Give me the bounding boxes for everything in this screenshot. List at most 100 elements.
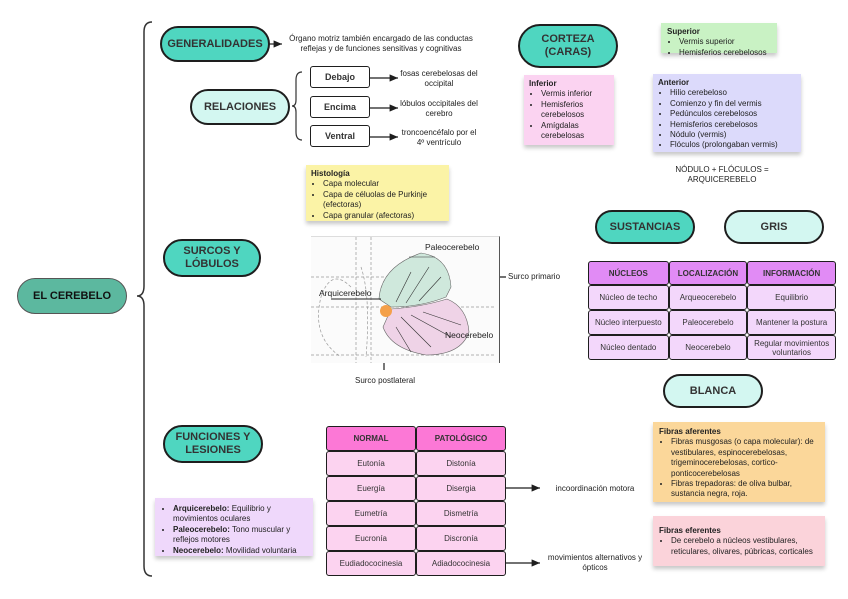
table-cell: Euergía <box>326 476 416 501</box>
table-cell: Regular movimientos voluntarios <box>747 335 836 360</box>
gris-label: GRIS <box>760 220 788 233</box>
list-item: Nódulo (vermis) <box>670 130 796 140</box>
table-cell: Eumetría <box>326 501 416 526</box>
list-item: Capa granular (afectoras) <box>323 211 444 221</box>
gris-table-header: NÚCLEOS LOCALIZACIÓN INFORMACIÓN <box>588 261 836 285</box>
sustancias-node[interactable]: SUSTANCIAS <box>595 210 695 244</box>
funciones-node[interactable]: FUNCIONES Y LESIONES <box>163 425 263 463</box>
funciones-header-patologico: PATOLÓGICO <box>416 426 506 451</box>
table-cell: Disergia <box>416 476 506 501</box>
list-item: Fibras musgosas (o capa molecular): de v… <box>671 437 819 479</box>
table-cell: Dismetría <box>416 501 506 526</box>
fibras-aferentes-title: Fibras aferentes <box>659 427 721 436</box>
corteza-anterior-list: Hilio cerebeloso Comienzo y fin del verm… <box>658 88 796 150</box>
corteza-anterior-note: Anterior Hilio cerebeloso Comienzo y fin… <box>653 74 801 152</box>
generalidades-description: Órgano motriz también encargado de las c… <box>289 34 473 53</box>
summary-term: Neocerebelo: <box>173 545 224 555</box>
relacion-debajo[interactable]: Debajo <box>310 66 370 88</box>
list-item: Capa de céluolas de Purkinje (efectoras) <box>323 190 444 211</box>
table-row: Núcleo dentado Neocerebelo Regular movim… <box>588 335 836 360</box>
list-item: Flóculos (prolongaban vermis) <box>670 140 796 150</box>
root-label: EL CEREBELO <box>32 289 112 302</box>
relacion-debajo-detail: fosas cerebelosas del occipital <box>400 69 478 88</box>
fibras-eferentes-note: Fibras eferentes De cerebelo a núcleos v… <box>653 516 825 566</box>
summary-text: Movilidad voluntaria <box>223 545 297 555</box>
table-cell: Paleocerebelo <box>668 310 748 335</box>
fibras-aferentes-list: Fibras musgosas (o capa molecular): de v… <box>659 437 819 499</box>
arquicerebelo-note: NÓDULO + FLÓCULOS = ARQUICEREBELO <box>675 165 769 184</box>
relaciones-node[interactable]: RELACIONES <box>190 89 290 125</box>
relacion-ventral-label: Ventral <box>324 131 355 141</box>
list-item: Amígdalas cerebelosas <box>541 121 609 142</box>
funciones-table: NORMAL PATOLÓGICO Eutonía Distonía Euerg… <box>326 426 506 576</box>
funciones-table-header: NORMAL PATOLÓGICO <box>326 426 506 451</box>
corteza-node[interactable]: CORTEZA (CARAS) <box>518 24 618 68</box>
summary-text: Equilibrio y movimientos oculares <box>173 504 271 524</box>
generalidades-node[interactable]: GENERALIDADES <box>160 26 270 62</box>
table-row: Eumetría Dismetría <box>326 501 506 526</box>
corteza-superior-list: Vermis superior Hemisferios cerebelosos <box>667 37 771 58</box>
surcos-node[interactable]: SURCOS Y LÓBULOS <box>163 239 261 277</box>
table-cell: Distonía <box>416 451 506 476</box>
gris-header-informacion: INFORMACIÓN <box>747 261 836 285</box>
corteza-label: CORTEZA (CARAS) <box>541 33 595 58</box>
list-item: Vermis inferior <box>541 89 609 99</box>
list-item: De cerebelo a núcleos vestibulares, reti… <box>671 536 819 557</box>
table-row: Euergía Disergia <box>326 476 506 501</box>
corteza-superior-title: Superior <box>667 27 700 36</box>
funciones-label: FUNCIONES Y LESIONES <box>175 431 251 456</box>
funciones-summary-note: Arquicerebelo: Equilibrio y movimientos … <box>155 498 313 556</box>
adiadococinesia-consequence: movimientos alternativos y ópticos <box>547 553 643 572</box>
gris-header-nucleos: NÚCLEOS <box>588 261 669 285</box>
list-item: Hemisferios cerebelosos <box>670 120 796 130</box>
blanca-label: BLANCA <box>689 384 737 397</box>
main-brace <box>136 21 153 577</box>
list-item: Paleocerebelo: Tono muscular y reflejos … <box>173 525 307 546</box>
neocerebelo-label: Neocerebelo <box>445 330 493 340</box>
list-item: Hemisferios cerebelosos <box>541 100 609 121</box>
corteza-inferior-list: Vermis inferior Hemisferios cerebelosos … <box>529 89 609 141</box>
list-item: Arquicerebelo: Equilibrio y movimientos … <box>173 504 307 525</box>
sustancias-label: SUSTANCIAS <box>609 220 681 233</box>
list-item: Pedúnculos cerebelosos <box>670 109 796 119</box>
fibras-aferentes-note: Fibras aferentes Fibras musgosas (o capa… <box>653 422 825 502</box>
list-item: Comienzo y fin del vermis <box>670 99 796 109</box>
histologia-title: Histología <box>311 169 350 178</box>
table-row: Eutonía Distonía <box>326 451 506 476</box>
table-cell: Mantener la postura <box>747 310 836 335</box>
paleocerebelo-label: Paleocerebelo <box>425 242 480 252</box>
blanca-node[interactable]: BLANCA <box>663 374 763 408</box>
corteza-inferior-title: Inferior <box>529 79 557 88</box>
cerebellum-drawing: Paleocerebelo Arquicerebelo Neocerebelo <box>311 237 496 363</box>
cerebellum-diagram: Paleocerebelo Arquicerebelo Neocerebelo <box>311 236 500 363</box>
list-item: Capa molecular <box>323 179 444 189</box>
summary-term: Arquicerebelo: <box>173 504 230 513</box>
gris-header-localizacion: LOCALIZACIÓN <box>668 261 748 285</box>
relacion-debajo-label: Debajo <box>324 72 355 82</box>
relacion-encima-label: Encima <box>323 102 356 112</box>
list-item: Neocerebelo: Movilidad voluntaria <box>173 546 307 556</box>
table-row: Eudiadococinesia Adiadococinesia <box>326 551 506 576</box>
neocerebelo-region <box>382 298 470 356</box>
root-node[interactable]: EL CEREBELO <box>17 278 127 314</box>
table-cell: Eucronía <box>326 526 416 551</box>
arquicerebelo-region <box>380 305 392 317</box>
relacion-ventral[interactable]: Ventral <box>310 125 370 147</box>
disergia-consequence: incoordinación motora <box>555 484 635 493</box>
corteza-superior-note: Superior Vermis superior Hemisferios cer… <box>661 23 777 57</box>
list-item: Vermis superior <box>679 37 771 47</box>
generalidades-label: GENERALIDADES <box>167 37 263 50</box>
fibras-eferentes-title: Fibras eferentes <box>659 526 721 535</box>
gris-node[interactable]: GRIS <box>724 210 824 244</box>
funciones-summary-list: Arquicerebelo: Equilibrio y movimientos … <box>161 504 307 556</box>
histologia-note: Histología Capa molecular Capa de céluol… <box>306 165 449 221</box>
table-cell: Núcleo de techo <box>588 285 669 310</box>
gris-table: NÚCLEOS LOCALIZACIÓN INFORMACIÓN Núcleo … <box>588 261 836 360</box>
relacion-encima[interactable]: Encima <box>310 96 370 118</box>
histologia-list: Capa molecular Capa de céluolas de Purki… <box>311 179 444 221</box>
summary-term: Paleocerebelo: <box>173 524 230 534</box>
table-cell: Neocerebelo <box>668 335 748 360</box>
surcos-label: SURCOS Y LÓBULOS <box>183 245 241 270</box>
table-row: Núcleo interpuesto Paleocerebelo Mantene… <box>588 310 836 335</box>
table-cell: Eudiadococinesia <box>326 551 416 576</box>
